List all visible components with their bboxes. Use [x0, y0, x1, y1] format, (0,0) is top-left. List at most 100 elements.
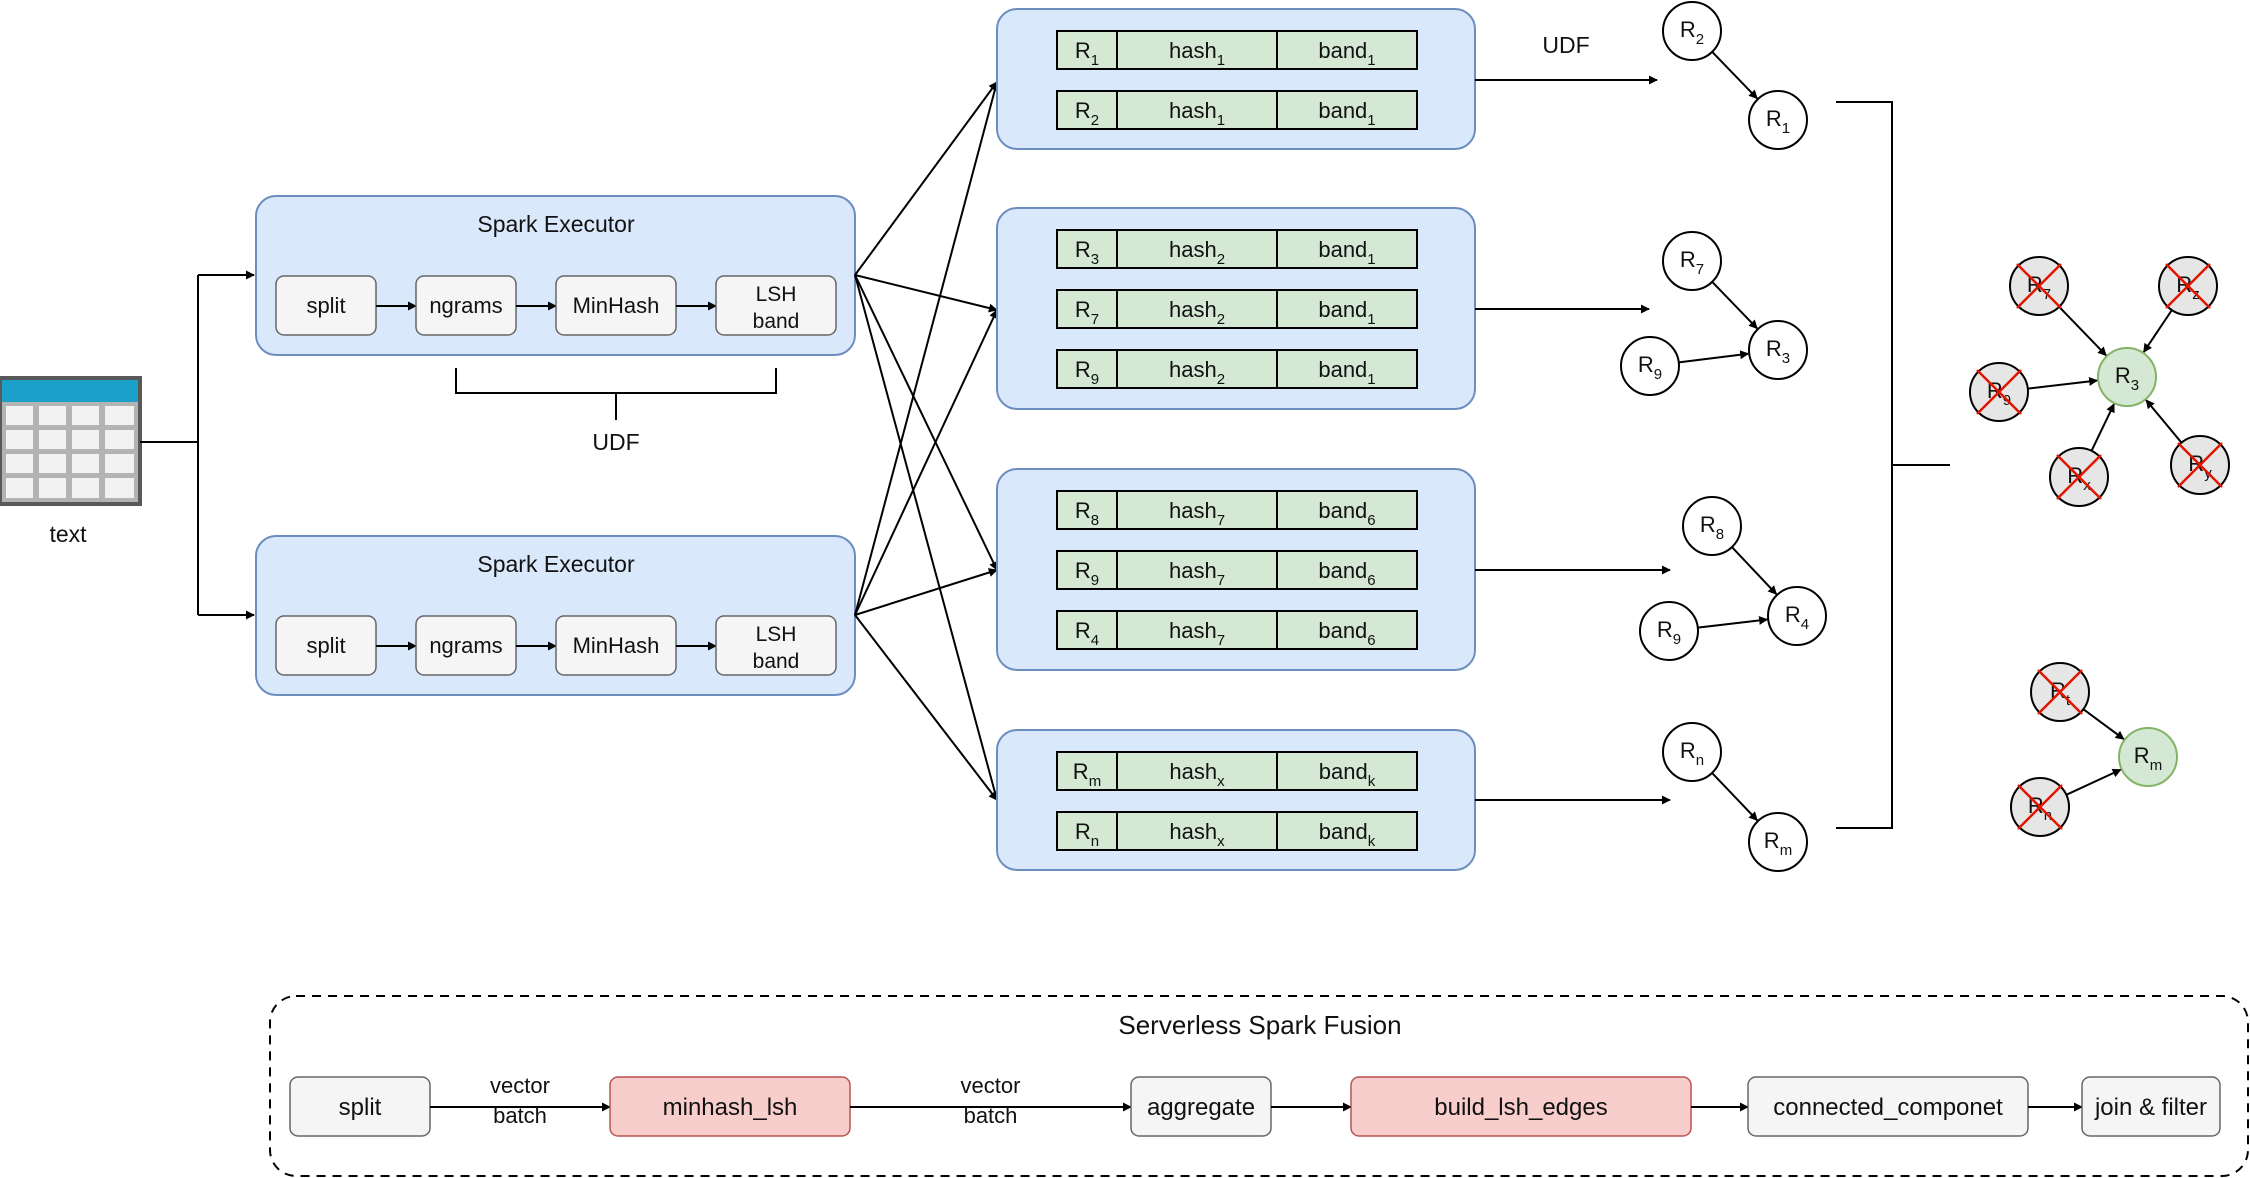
udf-brace [455, 368, 777, 420]
executor-step-label: split [306, 633, 345, 658]
udf-brace-label: UDF [592, 429, 639, 455]
graph-node: Rn [1662, 722, 1722, 782]
fusion-step-label: aggregate [1147, 1094, 1255, 1121]
edge-arrow [1731, 546, 1778, 595]
removed-node: Ry [2170, 435, 2230, 495]
edge-label-vector: vector [961, 1073, 1021, 1098]
executor-step-label: MinHash [573, 633, 660, 658]
table-cell [1276, 349, 1418, 389]
table-cell [1116, 811, 1278, 851]
removed-node: Rx [2049, 447, 2109, 507]
removed-node: Rz [2158, 256, 2218, 316]
table-cell [1056, 610, 1118, 650]
table-cell [1116, 349, 1278, 389]
table-cell [1056, 30, 1118, 70]
node-circle [1639, 601, 1699, 661]
shuffle-arrows [854, 81, 1000, 801]
executor-step-box [715, 615, 837, 676]
edge-arrow [1711, 281, 1758, 330]
node-circle [1748, 320, 1808, 380]
fusion-step-label: split [339, 1094, 382, 1121]
table-cell [1276, 229, 1418, 269]
component-edge [2027, 376, 2099, 390]
removed-node: Rn [2010, 777, 2070, 837]
fusion-step-label: minhash_lsh [663, 1094, 798, 1121]
graph-node: R8 [1682, 496, 1742, 556]
executor-step-label: ngrams [429, 293, 502, 318]
removed-cross-icon [2177, 442, 2223, 488]
graph-node: R1 [1748, 90, 1808, 150]
component-edge [2142, 309, 2173, 353]
node-circle [1662, 722, 1722, 782]
text-table-icon [0, 376, 142, 506]
fusion-pipeline: split vector batch minhash_lsh vector batch ag… [289, 1073, 2221, 1137]
edge-label-batch: batch [493, 1103, 547, 1128]
table-cell [1116, 229, 1278, 269]
table-cell [1276, 490, 1418, 530]
graph-node: R9 [1620, 336, 1680, 396]
table-cell [1056, 751, 1118, 791]
merge-bracket [1836, 101, 1950, 829]
executor-step-label: ngrams [429, 633, 502, 658]
udf-arrow-label: UDF [1542, 32, 1589, 58]
table-cell [1116, 90, 1278, 130]
executor-step-label: MinHash [573, 293, 660, 318]
table-cell [1276, 90, 1418, 130]
table-cell [1116, 751, 1278, 791]
table-cell [1276, 550, 1418, 590]
component-edge [2082, 708, 2125, 740]
graph-node: R7 [1662, 231, 1722, 291]
removed-cross-icon [2165, 263, 2211, 309]
node-circle [1662, 231, 1722, 291]
removed-node: R7 [2009, 256, 2069, 316]
table-cell [1116, 289, 1278, 329]
fusion-step-label: build_lsh_edges [1434, 1094, 1607, 1121]
table-cell [1056, 289, 1118, 329]
input-connector [140, 270, 255, 620]
table-cell [1276, 811, 1418, 851]
table-cell [1116, 490, 1278, 530]
edge-arrow [1711, 772, 1758, 822]
graph-node: R9 [1639, 601, 1699, 661]
node-circle [1682, 496, 1742, 556]
removed-cross-icon [2037, 669, 2083, 715]
executor-title: Spark Executor [477, 551, 635, 577]
edge-label-vector: vector [490, 1073, 550, 1098]
graph-node: Rm [1748, 812, 1808, 872]
executor-step-label: split [306, 293, 345, 318]
edge-arrow [1711, 51, 1758, 100]
node-circle [1748, 812, 1808, 872]
table-cell [1116, 30, 1278, 70]
node-circle [2097, 347, 2157, 407]
component-edge [2145, 399, 2183, 444]
component-edge [2065, 768, 2122, 796]
representative-node: R3 [2097, 347, 2157, 407]
fusion-step-label: connected_componet [1773, 1094, 2003, 1121]
fusion-step-label: join & filter [2094, 1094, 2207, 1121]
table-cell [1056, 349, 1118, 389]
table-cell [1276, 610, 1418, 650]
node-circle [1662, 1, 1722, 61]
edge-label-batch: batch [964, 1103, 1018, 1128]
removed-node: Rt [2030, 662, 2090, 722]
table-cell [1276, 751, 1418, 791]
edge-arrow [1697, 615, 1769, 629]
fusion-container [269, 995, 2249, 1177]
